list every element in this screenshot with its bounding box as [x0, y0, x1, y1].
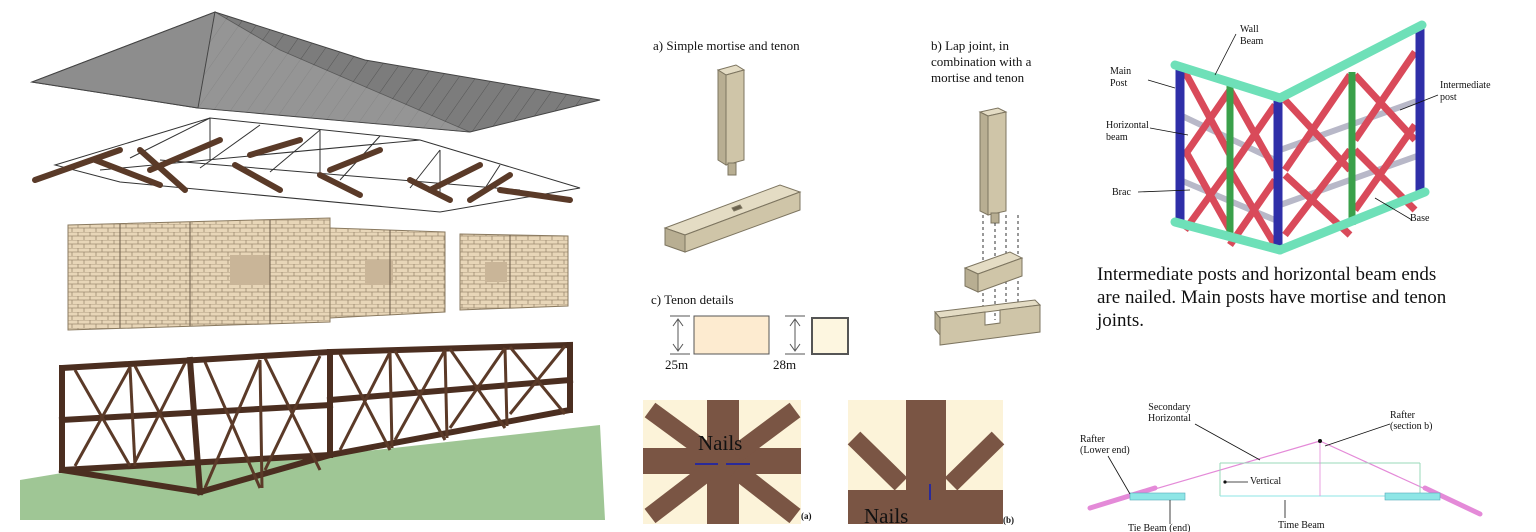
- label-wall-beam-line-1: Wall: [1240, 24, 1259, 35]
- label-secondary-horizontal-line-1: Secondary: [1148, 402, 1191, 413]
- label-secondary-horizontal-line-2: Horizontal: [1148, 413, 1191, 424]
- nail-detail-a: Nails (a): [640, 398, 820, 532]
- label-lap-joint-line-3: mortise and tenon: [931, 70, 1025, 85]
- label-rafter-section-b-line-1: Rafter: [1390, 410, 1415, 421]
- tenon-detail-drawing: [670, 315, 849, 355]
- wall-caption-line-3: joints.: [1097, 310, 1144, 331]
- ground-plane: [20, 425, 605, 520]
- label-rafter-lower-end-line-1: Rafter: [1080, 434, 1105, 445]
- nails-label-a: Nails: [698, 431, 743, 455]
- timber-frame-layer: [58, 341, 574, 496]
- label-horizontal-beam-line-2: beam: [1106, 132, 1128, 143]
- label-intermediate-post-line-1: Intermediate: [1440, 80, 1491, 91]
- label-tenon-details: c) Tenon details: [651, 292, 734, 307]
- wall-caption-line-2: are nailed. Main posts have mortise and …: [1097, 287, 1447, 308]
- label-base: Base: [1410, 213, 1430, 224]
- label-rafter-section-b-line-2: (section b): [1390, 421, 1433, 432]
- label-time-beam: Time Beam: [1278, 520, 1325, 531]
- roof-truss-layer: [32, 117, 581, 213]
- label-intermediate-post: Intermediate post: [1440, 80, 1491, 104]
- lap-joint-lower-piece: [934, 299, 1042, 346]
- nail-detail-b: Nails (b): [846, 398, 1026, 532]
- label-horizontal-beam-line-1: Horizontal: [1106, 120, 1149, 131]
- label-main-post: Main Post: [1110, 66, 1131, 90]
- mortise-beam: [663, 184, 802, 253]
- label-rafter-lower-end-line-2: (Lower end): [1080, 445, 1130, 456]
- exploded-building-illustration: [0, 0, 620, 532]
- lap-joint-upper-piece: [963, 251, 1024, 293]
- wall-caption-line-1: Intermediate posts and horizontal beam e…: [1097, 264, 1437, 285]
- label-wall-beam-line-2: Beam: [1240, 36, 1264, 47]
- wall-frame-diagram: Wall Beam Main Post Horizontal beam Brac…: [1090, 10, 1536, 260]
- label-rafter-lower-end: Rafter (Lower end): [1080, 434, 1130, 456]
- nail-detail-a-tag: (a): [801, 511, 812, 521]
- nails-label-b: Nails: [864, 504, 909, 528]
- label-lap-joint-line-2: combination with a: [931, 54, 1032, 69]
- label-wall-beam: Wall Beam: [1240, 24, 1263, 48]
- label-lap-joint-line-1: b) Lap joint, in: [931, 38, 1009, 53]
- mortise-tenon-post: [716, 64, 746, 176]
- label-rafter-section-b: Rafter (section b): [1390, 410, 1433, 432]
- label-vertical: Vertical: [1250, 476, 1282, 487]
- joint-diagrams: a) Simple mortise and tenon b) Lap joint…: [640, 30, 1070, 385]
- label-horizontal-beam: Horizontal beam: [1106, 120, 1149, 144]
- brick-infill-layer: [67, 217, 569, 331]
- label-main-post-line-1: Main: [1110, 66, 1132, 77]
- roof-truss-diagram: Secondary Horizontal Rafter (section b) …: [1070, 396, 1536, 532]
- lap-joint-post: [978, 107, 1008, 224]
- label-main-post-line-2: Post: [1110, 78, 1128, 89]
- label-brace: Brac: [1112, 187, 1131, 198]
- wall-caption: Intermediate posts and horizontal beam e…: [1097, 263, 1532, 332]
- label-lap-joint: b) Lap joint, in combination with a mort…: [931, 38, 1031, 86]
- label-secondary-horizontal: Secondary Horizontal: [1148, 402, 1191, 424]
- roof-layer: [30, 11, 601, 133]
- dimension-right: 28m: [773, 357, 797, 372]
- dimension-left: 25m: [665, 357, 689, 372]
- label-tie-beam-end: Tie Beam (end): [1128, 523, 1191, 532]
- label-intermediate-post-line-2: post: [1440, 92, 1457, 103]
- label-simple-mortise-tenon: a) Simple mortise and tenon: [653, 38, 800, 53]
- nail-detail-b-tag: (b): [1003, 515, 1014, 525]
